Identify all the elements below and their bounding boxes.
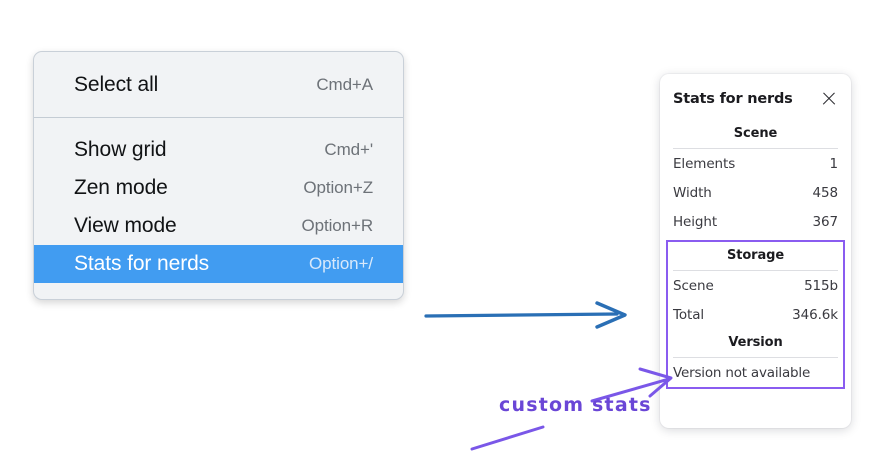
stat-key: Total bbox=[673, 306, 705, 323]
stat-row-storage-total: Total 346.6k bbox=[673, 300, 838, 329]
stat-value: 458 bbox=[812, 184, 839, 201]
version-not-available-text: Version not available bbox=[673, 365, 811, 381]
stat-row-width: Width 458 bbox=[673, 178, 838, 207]
section-heading-version: Version bbox=[728, 335, 783, 350]
stat-row-elements: Elements 1 bbox=[673, 149, 838, 178]
menu-item-label: Select all bbox=[74, 73, 159, 96]
menu-group-1: Select all Cmd+A bbox=[34, 52, 403, 117]
menu-item-shortcut: Option+R bbox=[301, 216, 374, 235]
stat-row-height: Height 367 bbox=[673, 207, 838, 236]
menu-group-2: Show grid Cmd+' Zen mode Option+Z View m… bbox=[34, 118, 403, 283]
stat-key: Width bbox=[673, 184, 712, 201]
menu-item-show-grid[interactable]: Show grid Cmd+' bbox=[34, 131, 403, 169]
menu-divider bbox=[34, 117, 403, 118]
stat-key: Scene bbox=[673, 277, 714, 294]
menu-item-shortcut: Option+/ bbox=[309, 254, 373, 273]
stat-value: 346.6k bbox=[792, 306, 838, 323]
stat-row-storage-scene: Scene 515b bbox=[673, 271, 838, 300]
menu-item-label: View mode bbox=[74, 214, 177, 237]
menu-item-view-mode[interactable]: View mode Option+R bbox=[34, 207, 403, 245]
stat-value: 1 bbox=[829, 155, 839, 172]
stats-panel-header: Stats for nerds bbox=[673, 74, 838, 120]
context-menu[interactable]: Select all Cmd+A Show grid Cmd+' Zen mod… bbox=[33, 51, 404, 300]
menu-item-shortcut: Cmd+A bbox=[316, 75, 373, 94]
close-icon[interactable] bbox=[820, 90, 838, 108]
divider bbox=[673, 270, 838, 271]
divider bbox=[673, 148, 838, 149]
divider bbox=[673, 357, 838, 358]
menu-item-label: Zen mode bbox=[74, 176, 168, 199]
menu-item-zen-mode[interactable]: Zen mode Option+Z bbox=[34, 169, 403, 207]
menu-item-label: Stats for nerds bbox=[74, 252, 210, 275]
stat-value: 367 bbox=[812, 213, 839, 230]
purple-underline-stroke bbox=[470, 425, 545, 451]
menu-item-shortcut: Cmd+' bbox=[324, 140, 373, 159]
stats-for-nerds-panel[interactable]: Stats for nerds Scene Elements 1 Width 4… bbox=[660, 74, 851, 428]
blue-arrow bbox=[424, 301, 627, 329]
section-heading-storage: Storage bbox=[726, 248, 785, 263]
custom-stats-annotation-label: custom stats bbox=[499, 394, 652, 416]
stats-panel-title: Stats for nerds bbox=[673, 91, 793, 107]
menu-item-select-all[interactable]: Select all Cmd+A bbox=[34, 66, 403, 104]
stat-key: Elements bbox=[673, 155, 736, 172]
section-heading-scene: Scene bbox=[733, 126, 778, 141]
menu-item-shortcut: Option+Z bbox=[303, 178, 373, 197]
stat-key: Height bbox=[673, 213, 718, 230]
menu-item-stats-for-nerds[interactable]: Stats for nerds Option+/ bbox=[34, 245, 403, 283]
custom-stats-highlight-box: Storage Scene 515b Total 346.6k Version … bbox=[666, 240, 845, 389]
menu-item-label: Show grid bbox=[74, 138, 167, 161]
stat-value: 515b bbox=[804, 277, 838, 294]
